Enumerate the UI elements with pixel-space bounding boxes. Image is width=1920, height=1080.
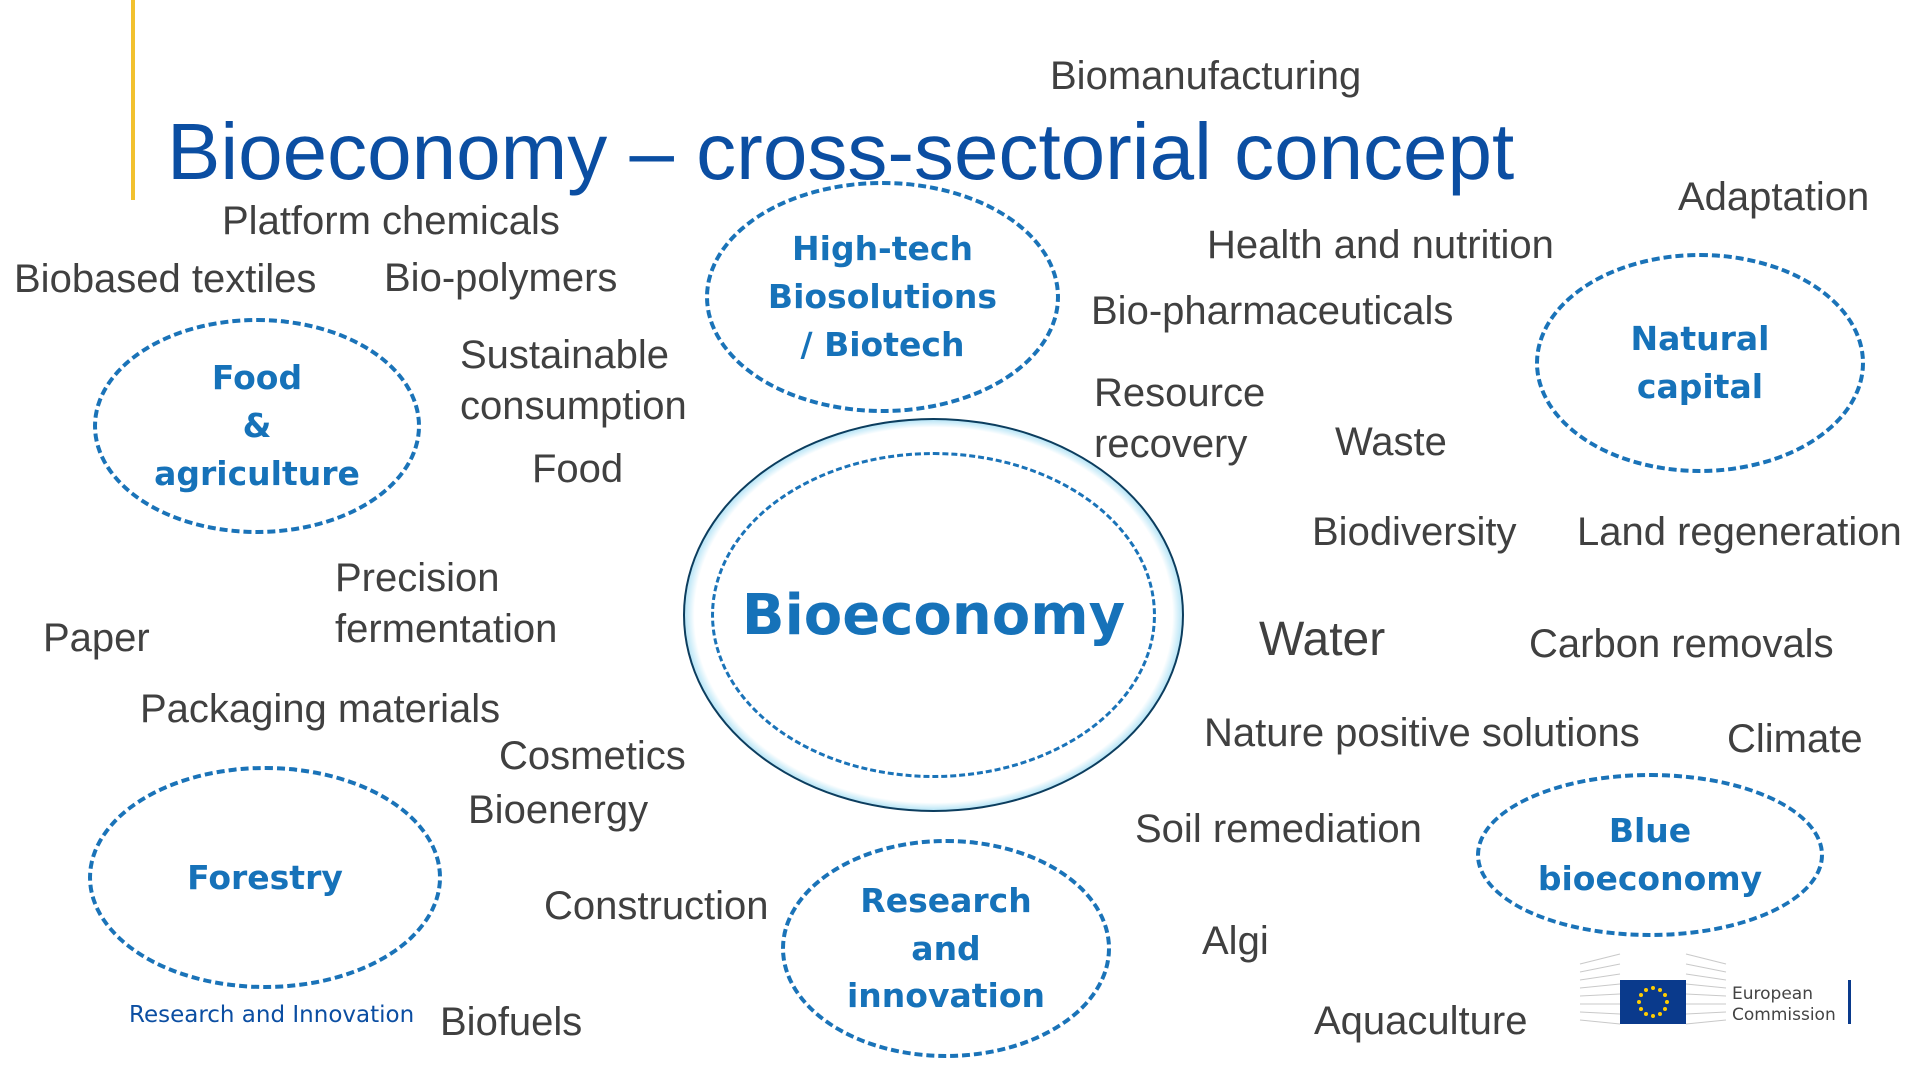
ring-label-high-tech: High-tech Biosolutions / Biotech	[767, 229, 998, 364]
center-label: Bioeconomy	[741, 582, 1126, 648]
term-land-regeneration: Land regeneration	[1577, 510, 1902, 554]
ring-natural-capital: Natural capital	[1535, 253, 1865, 473]
svg-text:Commission: Commission	[1732, 1005, 1836, 1025]
term-nature-positive-solutions: Nature positive solutions	[1204, 711, 1640, 755]
ring-label-natural-capital: Natural capital	[1630, 319, 1770, 406]
footer-dg-label: Research and Innovation	[129, 1002, 415, 1028]
ring-high-tech: High-tech Biosolutions / Biotech	[705, 181, 1060, 413]
ring-label-food-agriculture: Food & agriculture	[154, 358, 360, 493]
term-bio-polymers: Bio-polymers	[384, 256, 618, 300]
ring-blue-bioeconomy: Blue bioeconomy	[1476, 773, 1824, 937]
page-title: Bioeconomy – cross-sectorial concept	[167, 107, 1515, 196]
term-paper: Paper	[43, 616, 150, 660]
term-resource-recovery: Resource recovery	[1094, 371, 1266, 466]
eu-flag-icon: European Commission	[1579, 953, 1851, 1025]
ring-forestry: Forestry	[88, 766, 442, 989]
term-aquaculture: Aquaculture	[1314, 999, 1528, 1043]
term-health-nutrition: Health and nutrition	[1207, 223, 1554, 267]
term-biodiversity: Biodiversity	[1312, 510, 1517, 554]
term-bioenergy: Bioenergy	[468, 788, 649, 832]
ring-label-blue-bioeconomy: Blue bioeconomy	[1537, 811, 1763, 898]
ring-label-forestry: Forestry	[187, 857, 343, 897]
term-adaptation: Adaptation	[1678, 175, 1870, 219]
term-precision-fermentation: Precision fermentation	[335, 556, 558, 651]
term-water: Water	[1259, 613, 1386, 666]
center-ring: Bioeconomy	[711, 452, 1156, 778]
term-waste: Waste	[1335, 420, 1447, 464]
ring-food-agriculture: Food & agriculture	[93, 318, 421, 534]
term-food: Food	[532, 447, 624, 491]
term-platform-chemicals: Platform chemicals	[222, 199, 560, 243]
ring-research-innovation: Research and innovation	[781, 839, 1111, 1058]
svg-text:European: European	[1732, 984, 1813, 1004]
term-climate: Climate	[1727, 717, 1863, 761]
term-biofuels: Biofuels	[440, 1000, 583, 1044]
ring-label-research-innovation: Research and innovation	[847, 880, 1045, 1016]
accent-bar	[131, 0, 135, 200]
term-sustainable-consumption: Sustainable consumption	[460, 333, 687, 428]
term-soil-remediation: Soil remediation	[1135, 807, 1422, 851]
term-bio-pharmaceuticals: Bio-pharmaceuticals	[1091, 289, 1454, 333]
term-carbon-removals: Carbon removals	[1529, 622, 1834, 666]
term-biomanufacturing: Biomanufacturing	[1050, 54, 1362, 98]
term-cosmetics: Cosmetics	[499, 734, 686, 778]
european-commission-logo: European Commission	[1578, 950, 1868, 1030]
term-algi: Algi	[1202, 919, 1269, 963]
term-biobased-textiles: Biobased textiles	[14, 257, 317, 301]
term-packaging-materials: Packaging materials	[140, 687, 501, 731]
term-construction: Construction	[544, 884, 769, 928]
